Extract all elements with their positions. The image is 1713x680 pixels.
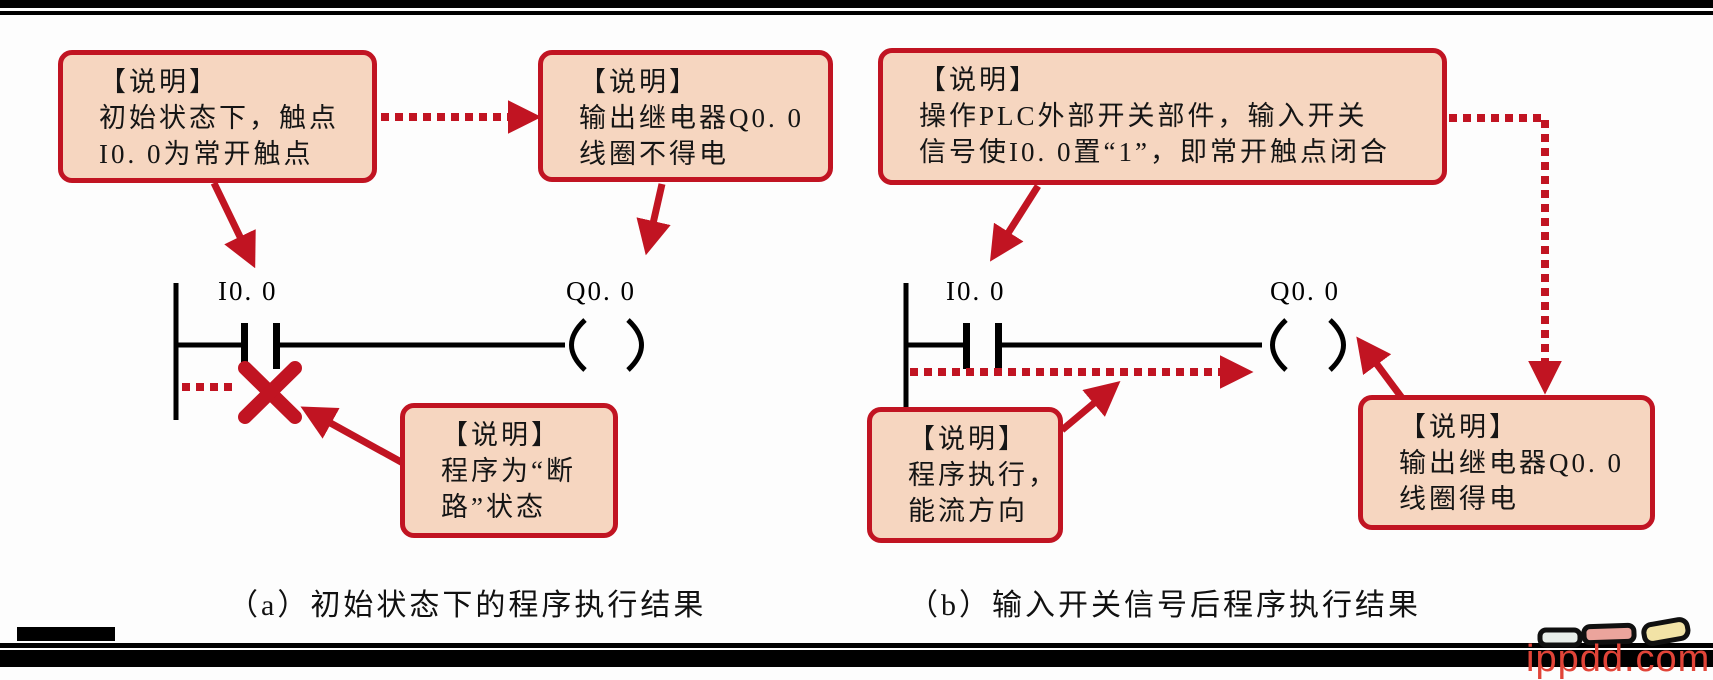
publisher-logo-blocks bbox=[1537, 617, 1691, 648]
logo-block-white bbox=[1537, 627, 1583, 648]
callout-line: 能流方向 bbox=[908, 496, 1028, 526]
callout-line: 程序执行， bbox=[908, 460, 1058, 490]
callout-title: 【说明】 bbox=[919, 65, 1039, 95]
callout-line: 输出继电器Q0. 0 bbox=[579, 103, 804, 133]
callout-a-open-circuit: 【说明】 程序为“断 路”状态 bbox=[400, 403, 618, 538]
ladder-a-contact-bar-right bbox=[273, 323, 280, 369]
top-thin-rule bbox=[0, 11, 1713, 15]
ladder-a-contact-bar-left bbox=[241, 323, 248, 369]
caption-b: （b）输入开关信号后程序执行结果 bbox=[908, 589, 1421, 622]
ladder-b-coil-label: Q0. 0 bbox=[1270, 276, 1340, 306]
arrow-b1-to-contact bbox=[989, 184, 1041, 262]
top-thick-rule bbox=[0, 0, 1713, 8]
arrow-a1-to-contact bbox=[210, 181, 256, 269]
callout-title: 【说明】 bbox=[908, 424, 1028, 454]
callout-b-coil-energized: 【说明】 输出继电器Q0. 0 线圈得电 bbox=[1358, 395, 1655, 530]
broken-circuit-x-icon bbox=[238, 361, 302, 424]
arrow-a2-to-coil bbox=[636, 183, 671, 256]
callout-line: 线圈得电 bbox=[1399, 484, 1519, 514]
ladder-b-coil-left-paren bbox=[1270, 318, 1288, 372]
ladder-a-coil-left-paren bbox=[569, 318, 587, 372]
callout-line: 信号使I0. 0置“1”，即常开触点闭合 bbox=[919, 137, 1390, 167]
logo-block-yellow bbox=[1641, 617, 1691, 646]
callout-b-energy-flow: 【说明】 程序执行， 能流方向 bbox=[867, 407, 1063, 543]
bottom-left-tab-rule bbox=[17, 627, 115, 641]
arrow-b3-to-coil bbox=[1356, 336, 1405, 401]
bottom-thick-rule bbox=[0, 650, 1713, 667]
caption-a: （a）初始状态下的程序执行结果 bbox=[228, 589, 707, 622]
callout-title: 【说明】 bbox=[579, 67, 699, 97]
callout-a-contact: 【说明】 初始状态下，触点 I0. 0为常开触点 bbox=[58, 50, 377, 183]
ladder-a bbox=[173, 283, 644, 420]
callout-title: 【说明】 bbox=[99, 67, 219, 97]
ladder-b bbox=[903, 283, 1346, 428]
callout-line: I0. 0为常开触点 bbox=[99, 139, 314, 169]
callout-line: 路”状态 bbox=[441, 492, 546, 522]
dotted-arrow-b1-to-b3 bbox=[1449, 114, 1562, 395]
callout-a-coil: 【说明】 输出继电器Q0. 0 线圈不得电 bbox=[538, 50, 833, 182]
ladder-b-contact-bar-right bbox=[995, 323, 1002, 369]
ladder-b-coil-right-paren bbox=[1328, 318, 1346, 372]
callout-line: 输出继电器Q0. 0 bbox=[1399, 448, 1624, 478]
callout-line: 操作PLC外部开关部件，输入开关 bbox=[919, 101, 1368, 131]
callout-b-input: 【说明】 操作PLC外部开关部件，输入开关 信号使I0. 0置“1”，即常开触点… bbox=[878, 48, 1447, 185]
callout-title: 【说明】 bbox=[441, 420, 561, 450]
callout-title: 【说明】 bbox=[1399, 412, 1519, 442]
ladder-a-coil-label: Q0. 0 bbox=[566, 276, 636, 306]
ladder-b-contact-bar-left bbox=[963, 323, 970, 369]
callout-line: 线圈不得电 bbox=[579, 139, 729, 169]
ladder-a-coil-right-paren bbox=[626, 318, 644, 372]
arrow-a3-to-x-mark bbox=[300, 406, 414, 472]
ladder-a-contact-label: I0. 0 bbox=[218, 276, 278, 306]
red-connectors bbox=[182, 100, 1562, 472]
arrow-b2-to-energy-flow bbox=[1059, 381, 1121, 433]
ladder-b-contact-label: I0. 0 bbox=[946, 276, 1006, 306]
bottom-thin-rule bbox=[0, 643, 1713, 648]
logo-block-pink bbox=[1581, 622, 1637, 646]
watermark-text: ippdd.com bbox=[1526, 638, 1711, 680]
callout-line: 程序为“断 bbox=[441, 456, 576, 486]
callout-line: 初始状态下，触点 bbox=[99, 103, 339, 133]
